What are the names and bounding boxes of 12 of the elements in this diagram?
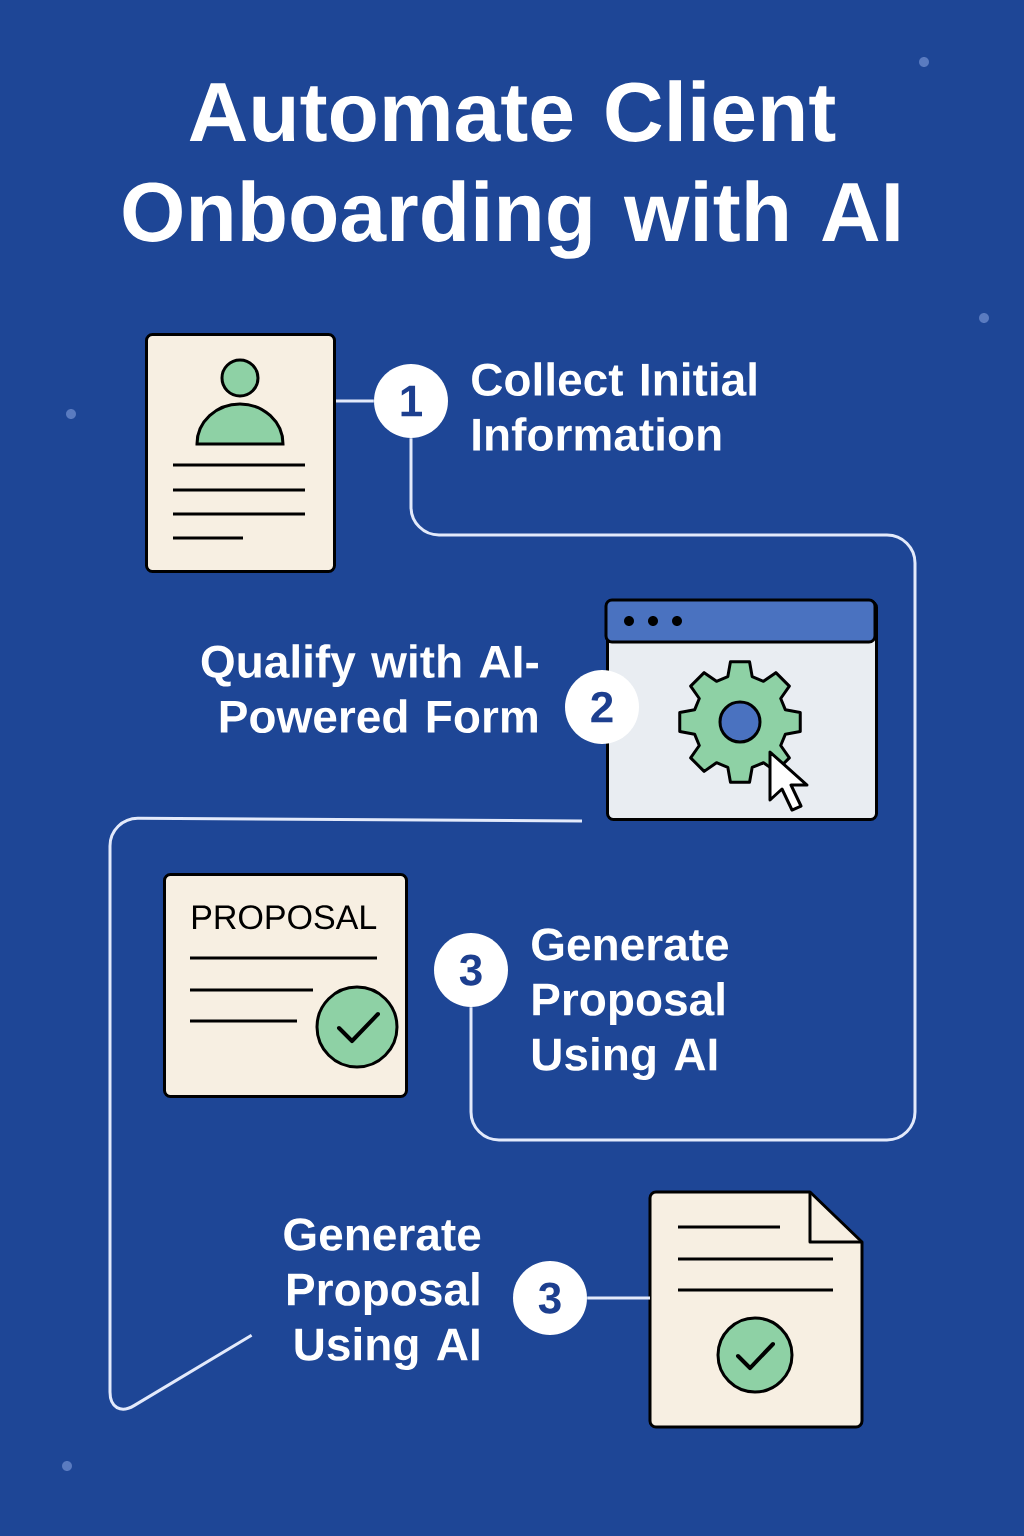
- connector-line: [409, 438, 917, 1142]
- step-label: Generate Proposal Using AI: [284, 1218, 481, 1371]
- profile-document-drawing: [145, 333, 336, 573]
- file-document-drawing: [648, 1190, 864, 1429]
- connector-line: [587, 1296, 650, 1300]
- connector-line: [336, 399, 374, 403]
- step-label: Collect Initial Information: [472, 362, 756, 451]
- title: Automate Client Onboarding with AI: [123, 80, 899, 259]
- connector-line: [108, 816, 582, 1411]
- step-label: Qualify with AI-Powered Form: [201, 644, 538, 733]
- step-label: Generate Proposal Using AI: [532, 928, 729, 1081]
- proposal-document-drawing: PROPOSAL: [163, 873, 408, 1098]
